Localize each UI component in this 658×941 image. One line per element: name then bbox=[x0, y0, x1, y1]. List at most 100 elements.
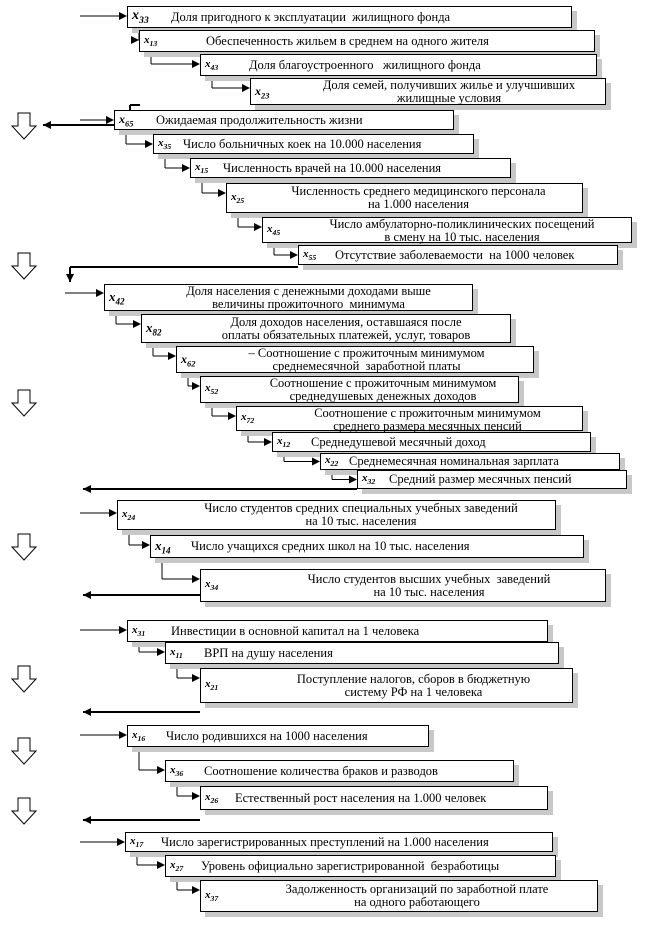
tree-connector-arrow-head bbox=[218, 189, 226, 197]
indicator-variable: x52 bbox=[205, 383, 218, 396]
indicator-variable: x21 bbox=[205, 679, 218, 692]
var-index: 27 bbox=[175, 863, 184, 873]
indicator-label: Соотношение с прожиточным минимумом сред… bbox=[314, 406, 541, 433]
incoming-arrow-head bbox=[106, 116, 114, 124]
indicator-label: Доля семей, получивших жилье и улучшивши… bbox=[322, 78, 576, 105]
indicator-variable: x12 bbox=[277, 435, 291, 449]
tree-connector-arrow-head bbox=[192, 60, 200, 68]
tree-connector-arrow-head bbox=[242, 84, 250, 92]
var-letter: x bbox=[362, 472, 368, 484]
indicator-label: Доля населения с денежными доходами выше… bbox=[186, 284, 431, 311]
return-arrow-head bbox=[43, 121, 51, 129]
tree-connector-arrow-head bbox=[145, 140, 153, 148]
indicator-variable: x35 bbox=[158, 136, 172, 151]
var-index: 43 bbox=[210, 62, 219, 72]
indicator-variable: x16 bbox=[132, 728, 146, 743]
indicator-label: Доля благоустроенного жилищного фонда bbox=[249, 57, 481, 72]
indicator-label: Численность среднего медицинского персон… bbox=[291, 184, 546, 211]
indicator-label: Поступление налогов, сборов в бюджетную … bbox=[296, 671, 531, 699]
indicator-variable: x13 bbox=[144, 33, 157, 48]
tree-connector-arrow-head bbox=[290, 251, 298, 259]
return-arrow-head bbox=[83, 485, 91, 493]
tree-connector-arrow-head bbox=[192, 382, 200, 390]
indicator-label: Соотношение количества браков и разводов bbox=[204, 763, 438, 778]
var-index: 24 bbox=[127, 512, 136, 522]
tree-connector-arrow-head bbox=[133, 320, 141, 328]
indicator-label: Соотношение с прожиточным минимумом сред… bbox=[269, 376, 497, 403]
tree-connector-arrow-head bbox=[142, 541, 150, 549]
var-letter: x bbox=[205, 888, 211, 901]
indicator-variable: x33 bbox=[132, 9, 149, 26]
indicator-label: Среднемесячная номинальная зарплата bbox=[349, 454, 559, 468]
tree-connector-arrow-head bbox=[182, 164, 190, 172]
var-index: 12 bbox=[282, 439, 291, 449]
indicator-box: x42 Доля населения с денежными доходами в… bbox=[104, 284, 473, 311]
var-index: 42 bbox=[115, 296, 125, 307]
var-letter: x bbox=[109, 289, 116, 304]
tree-connector-arrow-head bbox=[312, 457, 320, 466]
var-letter: x bbox=[195, 160, 201, 173]
var-index: 45 bbox=[272, 227, 281, 237]
tree-connector-arrow-head bbox=[264, 438, 272, 446]
var-index: 36 bbox=[175, 768, 184, 778]
indicator-label: Ожидаемая продолжительность жизни bbox=[156, 112, 363, 127]
var-letter: x bbox=[119, 112, 125, 126]
return-arrow-head bbox=[83, 816, 91, 824]
var-index: 16 bbox=[137, 733, 146, 743]
indicator-variable: x62 bbox=[181, 353, 195, 369]
var-letter: x bbox=[231, 190, 237, 203]
down-arrow-icon bbox=[10, 737, 38, 765]
tree-connector-arrow-head bbox=[157, 766, 165, 774]
indicator-label: Уровень официально зарегистрированной бе… bbox=[201, 858, 500, 873]
tree-connector-arrow-head bbox=[168, 352, 176, 360]
var-letter: x bbox=[181, 351, 187, 366]
indicator-box: x21 Поступление налогов, сборов в бюджетн… bbox=[200, 668, 573, 703]
indicator-label: Численность врачей на 10.000 населения bbox=[223, 160, 442, 175]
var-letter: x bbox=[205, 578, 211, 590]
down-arrow-icon bbox=[10, 797, 38, 825]
return-arrow-head bbox=[66, 274, 74, 282]
var-letter: x bbox=[158, 136, 164, 149]
var-letter: x bbox=[205, 382, 211, 394]
indicator-box: x52 Соотношение с прожиточным минимумом с… bbox=[200, 376, 519, 403]
indicator-box: x62 – Соотношение с прожиточным минимумом… bbox=[176, 346, 534, 373]
return-arrow-head bbox=[83, 591, 91, 599]
indicator-variable: x23 bbox=[255, 85, 269, 101]
var-index: 14 bbox=[161, 545, 171, 556]
indicator-label: Средний размер месячных пенсий bbox=[389, 472, 572, 486]
indicator-label: Естественный рост населения на 1.000 чел… bbox=[235, 790, 487, 805]
indicator-variable: x15 bbox=[195, 160, 209, 175]
tree-connector-arrow-head bbox=[254, 223, 262, 231]
indicator-label: Число больничных коек на 10.000 населени… bbox=[183, 136, 422, 151]
return-arrow-head bbox=[83, 708, 91, 716]
var-index: 11 bbox=[175, 650, 183, 660]
incoming-arrow-head bbox=[119, 626, 127, 634]
var-letter: x bbox=[144, 33, 150, 46]
indicator-label: – Соотношение с прожиточным минимумом ср… bbox=[248, 346, 485, 373]
var-index: 32 bbox=[367, 477, 376, 487]
indicator-variable: x32 bbox=[362, 473, 375, 486]
var-letter: x bbox=[130, 834, 136, 847]
var-letter: x bbox=[205, 57, 211, 70]
var-index: 35 bbox=[163, 141, 172, 151]
var-index: 26 bbox=[210, 795, 219, 805]
down-arrow-icon bbox=[10, 389, 38, 417]
down-arrow-icon bbox=[10, 252, 38, 280]
indicator-variable: x34 bbox=[205, 579, 218, 592]
indicator-box: x35 Число больничных коек на 10.000 насел… bbox=[153, 134, 474, 154]
tree-connector-arrow-head bbox=[192, 674, 200, 682]
var-index: 15 bbox=[200, 165, 209, 175]
var-index: 37 bbox=[210, 893, 219, 903]
tree-connector-arrow-head bbox=[228, 412, 236, 420]
var-letter: x bbox=[132, 728, 138, 741]
var-index: 82 bbox=[152, 327, 162, 338]
indicator-box: x32 Средний размер месячных пенсий bbox=[357, 470, 627, 489]
